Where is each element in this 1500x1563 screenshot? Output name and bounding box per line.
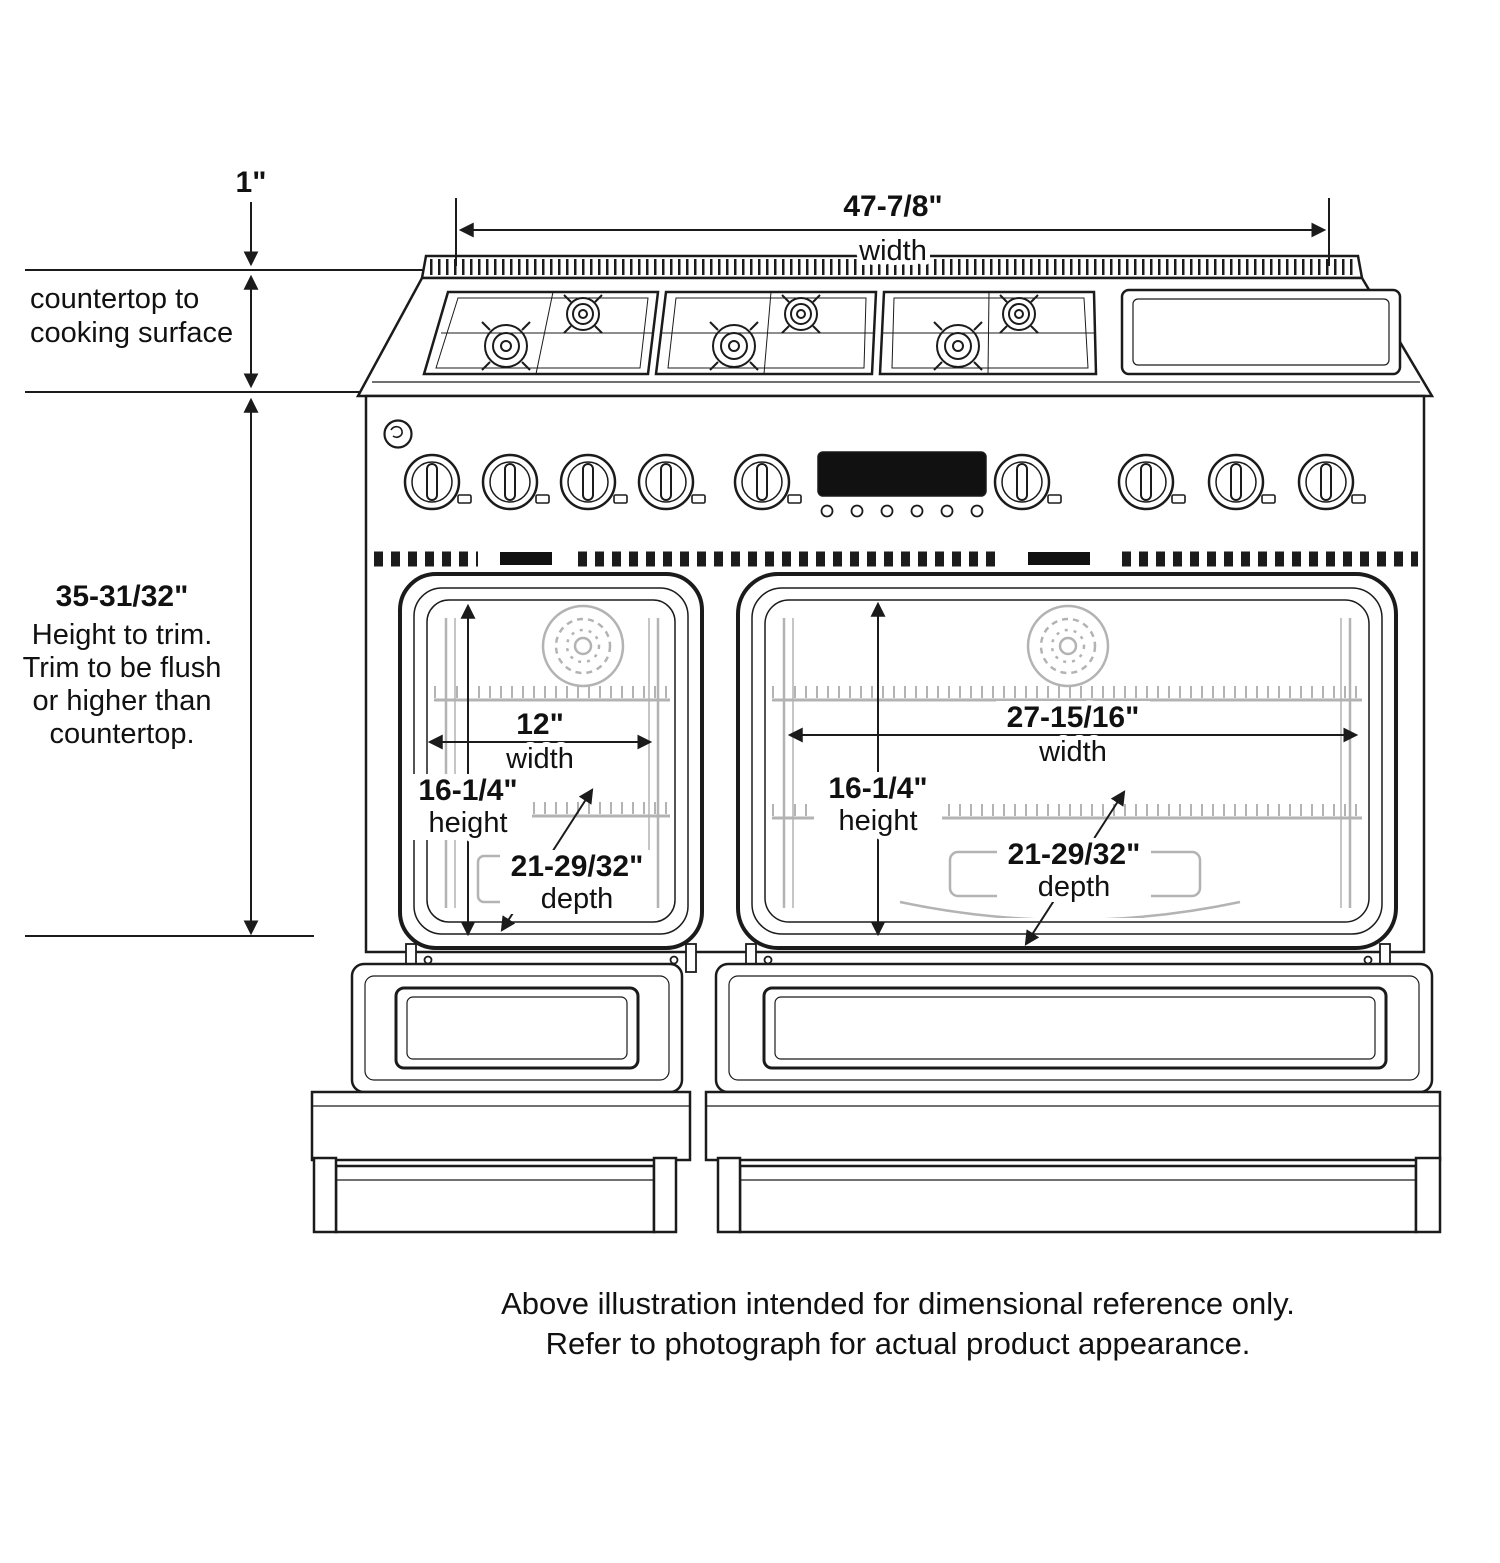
height-to-trim-value: 35-31/32" — [56, 580, 189, 613]
left-oven-width-value: 12" — [516, 708, 564, 741]
burner-knob — [559, 453, 617, 511]
height-to-trim-line1: Height to trim. — [32, 619, 213, 651]
right-oven-door-open — [714, 962, 1434, 1094]
oven-display — [817, 451, 987, 497]
dim-top-offset: 1" — [236, 166, 267, 267]
top-offset-value: 1" — [236, 166, 267, 199]
right-oven-depth-value: 21-29/32" — [1008, 838, 1141, 871]
burner-knob — [403, 453, 461, 511]
burner-knob — [1207, 453, 1265, 511]
left-base-tray — [310, 1090, 692, 1162]
brand-logo-icon — [383, 419, 413, 449]
right-oven-depth-label: depth — [1038, 871, 1111, 903]
oven-dimensions: 12" width 16-1/4" height 21-29/32" depth… — [404, 601, 1359, 946]
leg — [716, 1156, 742, 1234]
right-oven-width-value: 27-15/16" — [1007, 701, 1140, 734]
right-oven-height-label: height — [838, 805, 917, 837]
burner-knob — [1117, 453, 1175, 511]
burner-grate-2 — [654, 290, 878, 376]
burner-knob — [1297, 453, 1355, 511]
footer-line2: Refer to photograph for actual product a… — [546, 1326, 1251, 1361]
oven-knob — [993, 453, 1051, 511]
right-door-window — [762, 986, 1388, 1070]
range-illustration — [310, 254, 1442, 1234]
overall-width-value: 47-7/8" — [843, 190, 942, 223]
overall-width-label: width — [858, 235, 927, 267]
right-oven-width-label: width — [1038, 736, 1107, 768]
left-oven-height-label: height — [428, 807, 507, 839]
base — [310, 1090, 1442, 1234]
left-kick-plate — [334, 1164, 656, 1234]
burner-knob — [733, 453, 791, 511]
dim-height-to-trim: 35-31/32" Height to trim. Trim to be flu… — [23, 397, 259, 936]
left-oven-height-value: 16-1/4" — [418, 774, 517, 807]
countertop-label-line2: cooking surface — [30, 317, 233, 349]
knob-indicator-lights — [457, 494, 1366, 504]
right-kick-plate — [738, 1164, 1418, 1234]
burner-grate-3 — [878, 290, 1098, 376]
control-panel — [383, 419, 1366, 518]
left-oven-depth-label: depth — [541, 883, 614, 915]
left-door-window — [394, 986, 640, 1070]
right-base-tray — [704, 1090, 1442, 1162]
label-plates — [404, 701, 1151, 914]
height-to-trim-line2: Trim to be flush — [23, 652, 222, 684]
right-oven-height-value: 16-1/4" — [828, 772, 927, 805]
brand-logo-mark — [390, 425, 403, 438]
display-buttons — [820, 504, 984, 518]
height-to-trim-line3: or higher than — [33, 685, 212, 717]
leg — [652, 1156, 678, 1234]
burner-grate-1 — [422, 290, 660, 376]
countertop-label-line1: countertop to — [30, 283, 199, 315]
height-to-trim-line4: countertop. — [49, 718, 194, 750]
cooktop — [355, 254, 1435, 398]
left-oven-door-open — [350, 962, 684, 1094]
leg — [312, 1156, 338, 1234]
dim-countertop-to-surface: countertop to cooking surface — [30, 274, 259, 389]
hinge-cover — [500, 552, 552, 565]
dim-overall-width: 47-7/8" width — [455, 185, 1330, 272]
griddle-plate — [1120, 288, 1402, 376]
footer-line1: Above illustration intended for dimensio… — [501, 1286, 1295, 1321]
hinge-cover — [1028, 552, 1090, 565]
burner-knob — [481, 453, 539, 511]
left-oven-depth-value: 21-29/32" — [511, 850, 644, 883]
leg — [1414, 1156, 1442, 1234]
footer-note: Above illustration intended for dimensio… — [501, 1286, 1295, 1361]
burner-knob — [637, 453, 695, 511]
vent-strip — [374, 548, 1418, 570]
left-oven-width-label: width — [505, 743, 574, 775]
countertop-reference-lines — [25, 269, 428, 937]
